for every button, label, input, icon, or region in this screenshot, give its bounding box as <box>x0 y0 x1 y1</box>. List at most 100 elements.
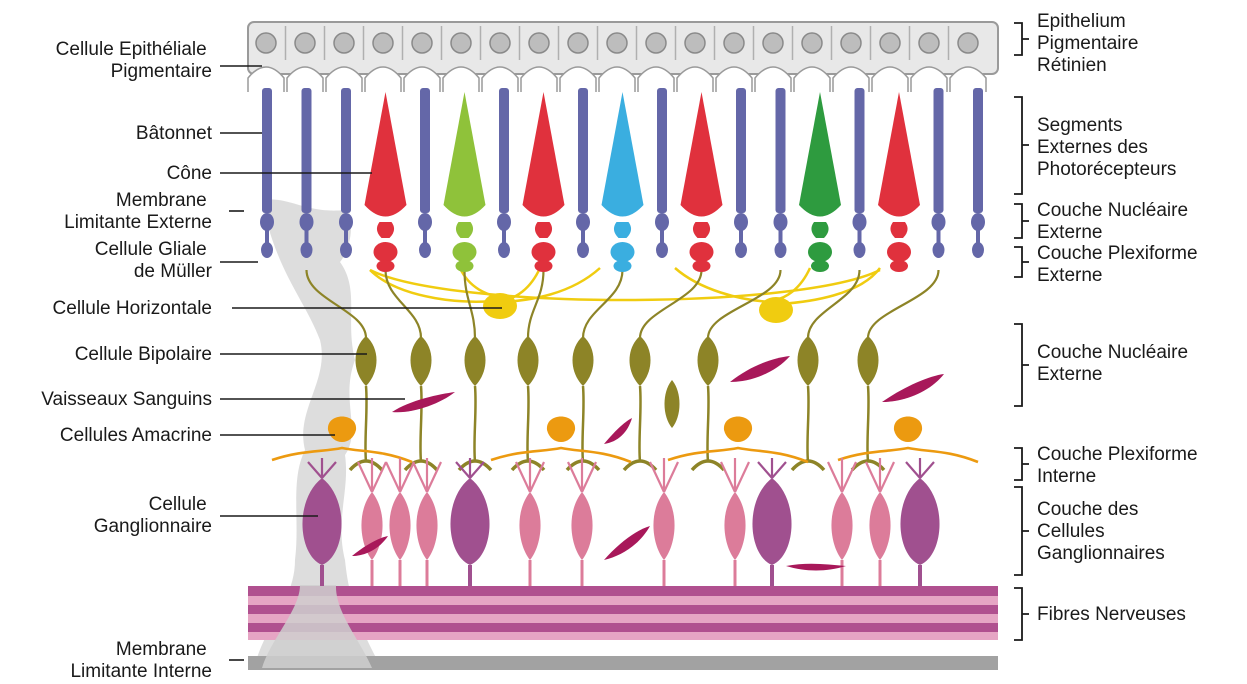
rod-stalk <box>739 230 743 244</box>
cone-nucleus <box>374 242 398 262</box>
epithelial-nucleus <box>724 33 744 53</box>
amacrine-dendrites <box>838 448 978 462</box>
rod-outer-segment <box>736 88 746 213</box>
bipolar-axon <box>639 386 640 462</box>
bipolar-cell-body <box>858 336 879 386</box>
bipolar-terminal <box>692 461 724 470</box>
rod-inner-segment <box>576 213 590 231</box>
rod-stalk <box>937 230 941 244</box>
cone-pedicle <box>890 260 908 272</box>
pigment-epithelium <box>248 22 998 92</box>
blood-vessel <box>730 356 790 382</box>
rod-spherule <box>261 242 273 258</box>
rod-spherule <box>340 242 352 258</box>
ganglion-cell-body <box>571 492 592 560</box>
rod-spherule <box>498 242 510 258</box>
bipolar-cell-body <box>698 336 719 386</box>
rod-stalk <box>660 230 664 244</box>
blood-vessel <box>882 374 944 402</box>
epithelial-nucleus <box>919 33 939 53</box>
amacrine-dendrites <box>668 448 808 462</box>
cone-outer-segment <box>523 92 565 217</box>
epithelial-nucleus <box>451 33 471 53</box>
blood-vessel <box>392 392 455 412</box>
left-labels: Cellule Epithéliale Pigmentaire Bâtonnet… <box>41 39 212 682</box>
rod-spherule <box>577 242 589 258</box>
cone-nucleus <box>808 242 832 262</box>
epithelial-nucleus <box>490 33 510 53</box>
bipolar-cell-body <box>630 336 651 386</box>
bipolar-cell-body <box>798 336 819 386</box>
rod-outer-segment <box>341 88 351 213</box>
rod-stalk <box>502 230 506 244</box>
cone-outer-segment <box>799 92 841 217</box>
epithelial-nucleus <box>646 33 666 53</box>
cone-nucleus <box>453 242 477 262</box>
label-nucleaire-ext: Couche Nucléaire Externe <box>1037 200 1193 243</box>
rod-outer-segment <box>302 88 312 213</box>
rod-inner-segment <box>734 213 748 231</box>
ganglion-cell-body <box>450 478 489 565</box>
cone-nucleus <box>887 242 911 262</box>
bipolar-cell-body <box>665 380 680 428</box>
cone-inner-segment <box>693 222 710 238</box>
rod-stalk <box>858 230 862 244</box>
rod-spherule <box>775 242 787 258</box>
bipolar-axon <box>527 386 528 462</box>
rod-stalk <box>423 230 427 244</box>
nerve-fibers-layer <box>248 586 998 640</box>
label-vaisseaux: Vaisseaux Sanguins <box>41 389 212 410</box>
rod-spherule <box>735 242 747 258</box>
ganglion-cell-body <box>653 492 674 560</box>
rod-outer-segment <box>420 88 430 213</box>
epithelial-nucleus <box>568 33 588 53</box>
cone-inner-segment <box>456 222 473 238</box>
label-muller: Cellule Gliale de Müller <box>95 239 213 282</box>
label-fibres: Fibres Nerveuses <box>1037 604 1186 625</box>
amacrine-dendrites <box>491 448 631 462</box>
epithelial-nucleus <box>958 33 978 53</box>
rod-inner-segment <box>260 213 274 231</box>
bipolar-axon <box>867 386 868 462</box>
blood-vessel <box>786 564 846 571</box>
epithelial-nucleus <box>685 33 705 53</box>
bipolar-cell-body <box>573 336 594 386</box>
cone-outer-segment <box>365 92 407 217</box>
rod-stalk <box>305 230 309 244</box>
label-bipolaire: Cellule Bipolaire <box>75 344 212 365</box>
epithelial-nucleus <box>802 33 822 53</box>
cone-inner-segment <box>614 222 631 238</box>
rod-inner-segment <box>932 213 946 231</box>
ganglion-dendrites <box>386 458 414 492</box>
ganglion-cell-body <box>389 492 410 560</box>
rod-inner-segment <box>339 213 353 231</box>
rod-inner-segment <box>418 213 432 231</box>
label-membrane-interne: Membrane Limitante Interne <box>70 639 212 682</box>
cone-outer-segment <box>602 92 644 217</box>
bipolar-terminal <box>459 461 491 470</box>
ganglion-dendrites <box>650 458 678 492</box>
bipolar-cell-body <box>465 336 486 386</box>
rod-spherule <box>854 242 866 258</box>
ganglion-dendrites <box>758 458 786 478</box>
rod-spherule <box>656 242 668 258</box>
epithelial-nucleus <box>607 33 627 53</box>
cone-inner-segment <box>377 222 394 238</box>
horizontal-cell-dendrite <box>370 270 880 300</box>
ganglion-cell-body <box>416 492 437 560</box>
amacrine-cell-body <box>724 417 752 443</box>
bipolar-dendrite <box>868 270 939 338</box>
cone-outer-segment <box>878 92 920 217</box>
bipolar-cell-body <box>518 336 539 386</box>
label-ganglionnaires: Couche des Cellules Ganglionnaires <box>1037 499 1165 564</box>
bipolar-axon <box>474 386 475 462</box>
rod-outer-segment <box>934 88 944 213</box>
bipolar-dendrite <box>528 270 544 338</box>
ganglion-dendrites <box>866 458 894 492</box>
ganglion-cell-body <box>724 492 745 560</box>
rod-stalk <box>581 230 585 244</box>
ganglion-dendrites <box>721 458 749 492</box>
rod-outer-segment <box>578 88 588 213</box>
cone-outer-segment <box>444 92 486 217</box>
